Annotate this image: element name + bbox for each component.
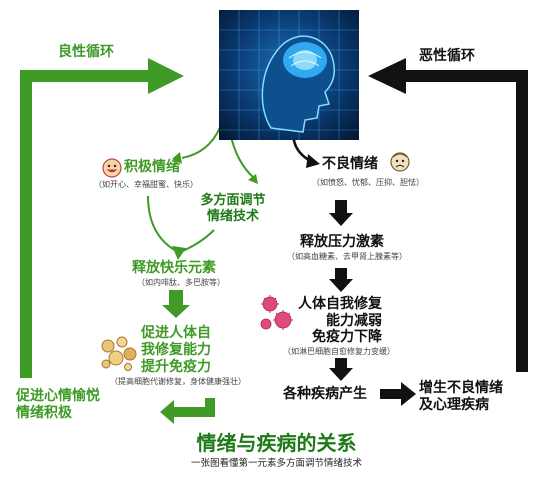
black-right-arrow-head — [401, 382, 416, 406]
promote-repair-note: （提高细胞代谢修复，身体健康强壮） — [110, 377, 246, 386]
green-down-arrow-head — [162, 305, 190, 318]
weaken-repair-note: （如淋巴细胞自愈修复力变缓） — [283, 347, 395, 356]
good-cycle-arrowhead — [148, 58, 184, 94]
promote-repair-line3: 提升免疫力 — [141, 359, 211, 375]
black-down-arrow-3-shaft — [335, 358, 347, 370]
sad-face-icon — [390, 152, 410, 172]
arrow-head-to-negative-head — [306, 154, 320, 168]
black-down-arrow-2-head — [329, 279, 353, 292]
main-subtitle: 一张图看懂第一元素多方面调节情绪技术 — [190, 458, 362, 469]
release-stress-label: 释放压力激素 — [300, 234, 384, 250]
weaken-repair-line2: 能力减弱 — [326, 313, 382, 329]
promote-repair-line2: 我修复能力 — [141, 342, 211, 358]
weaken-repair-line1: 人体自我修复 — [298, 296, 382, 312]
increase-bad-line2: 及心理疾病 — [419, 397, 489, 413]
ai-brain-head-image — [219, 10, 359, 140]
release-happy-note: （如内啡肽、多巴胺等） — [137, 278, 225, 287]
increase-bad-line1: 增生不良情绪 — [419, 380, 503, 396]
promote-repair-line1: 促进人体自 — [141, 325, 211, 341]
positive-emotion-note: （如开心、幸福甜蜜、快乐） — [94, 180, 198, 189]
promote-joy-line1: 促进心情愉悦 — [16, 388, 100, 404]
green-l-arrowhead — [160, 400, 174, 424]
green-l-arrow — [172, 398, 215, 417]
promote-joy-line2: 情绪积极 — [16, 405, 72, 421]
arrow-positive-to-release — [147, 195, 179, 253]
negative-emotion-label: 不良情绪 — [322, 156, 378, 172]
release-stress-note: （如高血糖素、去甲肾上腺素等） — [287, 252, 407, 261]
regulation-line1: 多方面调节 — [200, 193, 266, 208]
arrow-head-to-regulation-head — [248, 174, 258, 184]
arrow-to-release-head — [172, 246, 186, 260]
cell-cluster-icon — [101, 336, 137, 371]
bad-cycle-arrowhead — [368, 58, 406, 94]
good-cycle-arrow — [20, 70, 150, 378]
black-down-arrow-3-head — [329, 368, 353, 381]
bad-cycle-arrow — [404, 70, 528, 372]
good-cycle-label: 良性循环 — [58, 44, 114, 60]
positive-emotion-label: 积极情绪 — [124, 159, 180, 175]
arrow-head-to-positive-head — [172, 152, 182, 164]
diseases-label: 各种疾病产生 — [283, 386, 367, 402]
main-title: 情绪与疾病的关系 — [196, 431, 357, 455]
release-happy-label: 释放快乐元素 — [132, 260, 216, 276]
weaken-repair-line3: 免疫力下降 — [312, 329, 382, 345]
happy-face-icon — [102, 158, 122, 178]
bad-cycle-label: 恶性循环 — [419, 48, 475, 64]
negative-emotion-note: （如愤怒、忧郁、压抑、胆怯） — [312, 178, 424, 187]
virus-icon — [260, 295, 293, 330]
green-down-arrow-shaft — [169, 290, 183, 306]
black-down-arrow-2-shaft — [335, 268, 347, 280]
black-right-arrow-shaft — [380, 389, 402, 399]
black-down-arrow-1-shaft — [335, 200, 347, 214]
black-down-arrow-1-head — [329, 213, 353, 226]
regulation-line2: 情绪技术 — [206, 209, 259, 224]
arrow-head-to-positive — [181, 121, 223, 159]
